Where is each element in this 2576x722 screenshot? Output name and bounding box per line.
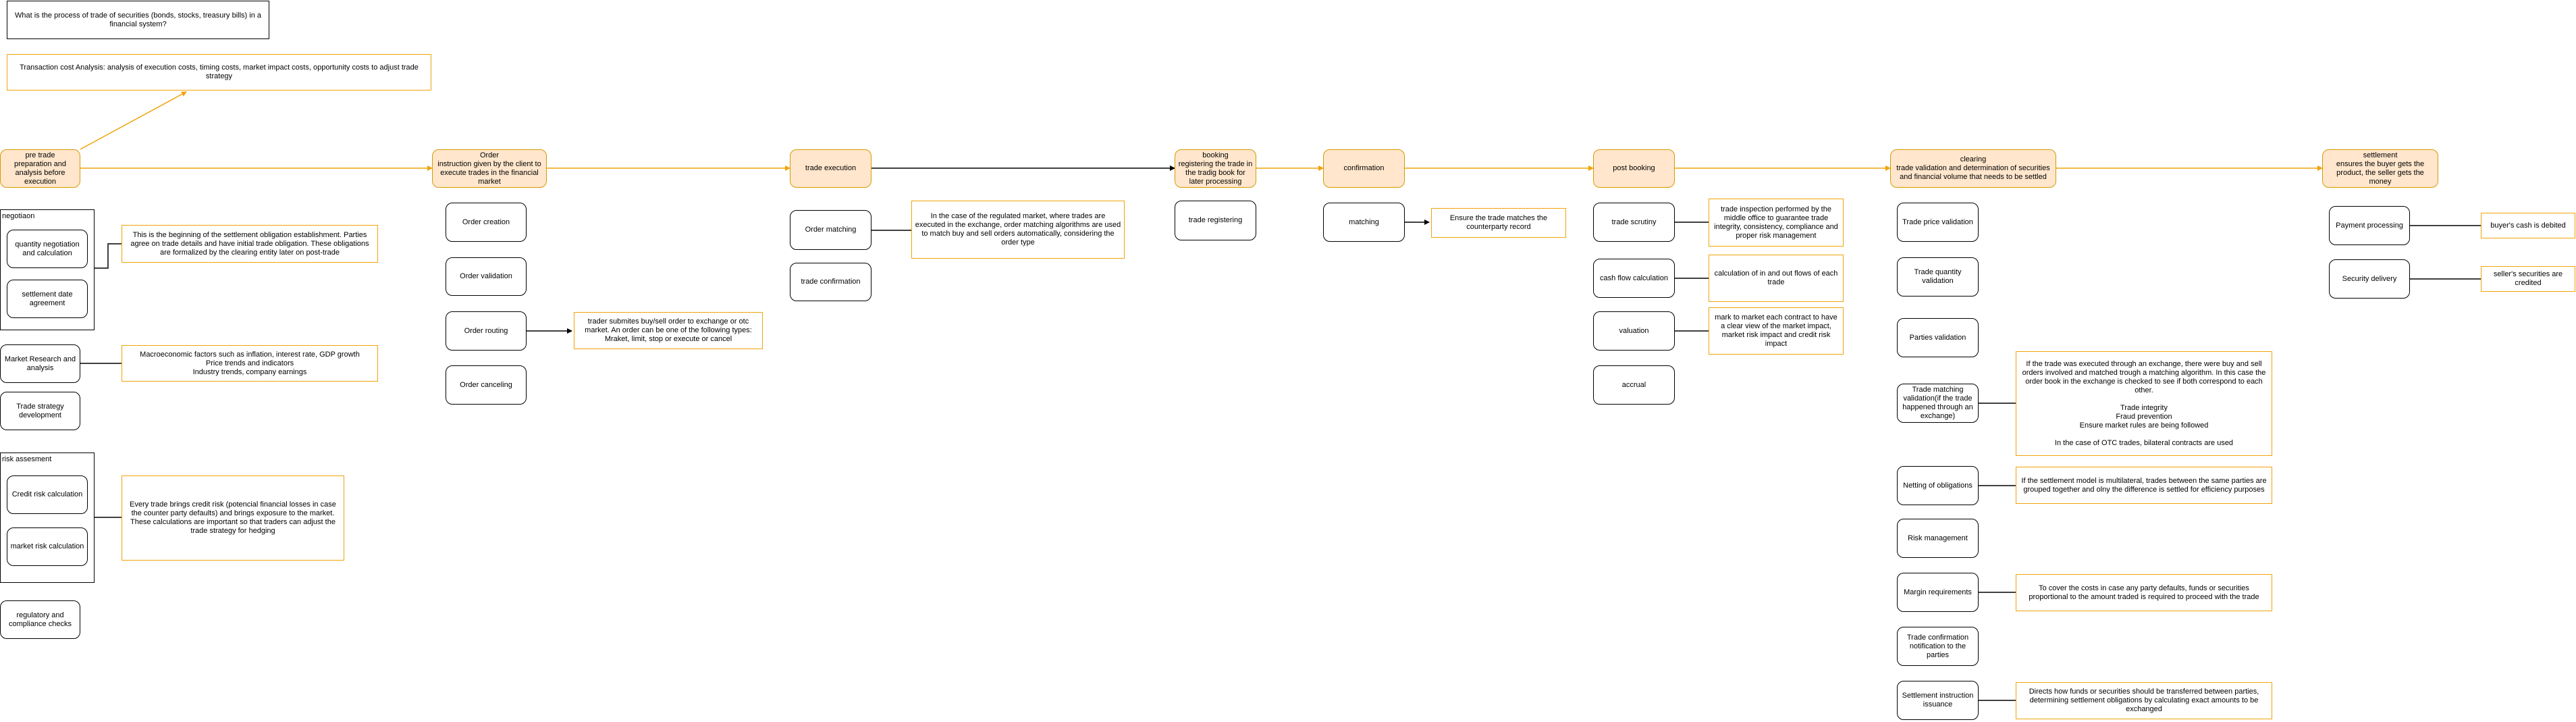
negotiation-group-label: negotiaon	[2, 212, 35, 220]
market-risk-node[interactable]: market risk calculation	[7, 527, 88, 566]
trade-confirmation-node[interactable]: trade confirmation	[790, 263, 871, 301]
order-validation-node[interactable]: Order validation	[446, 257, 527, 296]
trade-scrutiny-note: trade inspection performed by the middle…	[1709, 199, 1844, 247]
quantity-negotiation-node[interactable]: quantity negotiation and calculation	[7, 230, 88, 268]
trade-matching-note: If the trade was executed through an exc…	[2016, 351, 2272, 456]
trade-registering-node[interactable]: trade registering	[1175, 201, 1256, 240]
security-delivery-node[interactable]: Security delivery	[2329, 259, 2410, 299]
risk-assessment-group: risk assesment	[0, 453, 95, 583]
netting-note: If the settlement model is multilateral,…	[2016, 467, 2272, 504]
delivery-note: seller's securities are credited	[2481, 266, 2575, 292]
parties-validation-node[interactable]: Parties validation	[1897, 318, 1979, 357]
valuation-note: mark to market each contract to have a c…	[1709, 307, 1844, 355]
accrual-node[interactable]: accrual	[1593, 365, 1675, 405]
confirmation-matching-node[interactable]: matching	[1323, 203, 1405, 242]
trade-strategy-node[interactable]: Trade strategy development	[0, 392, 80, 430]
stage-trade-execution[interactable]: trade execution	[790, 149, 871, 188]
order-canceling-node[interactable]: Order canceling	[446, 365, 527, 405]
credit-risk-node[interactable]: Credit risk calculation	[7, 475, 88, 514]
settlement-instruction-node[interactable]: Settlement instruction issuance	[1897, 681, 1979, 720]
netting-node[interactable]: Netting of obligations	[1897, 466, 1979, 505]
edge-negotiation-note	[95, 243, 122, 269]
payment-processing-node[interactable]: Payment processing	[2329, 206, 2410, 245]
payment-note: buyer's cash is debited	[2481, 213, 2575, 238]
stage-order[interactable]: Order instruction given by the client to…	[432, 149, 547, 188]
trade-scrutiny-node[interactable]: trade scrutiny	[1593, 203, 1675, 242]
trade-confirmation-notification-node[interactable]: Trade confirmation notification to the p…	[1897, 627, 1979, 666]
stage-booking[interactable]: booking registering the trade in the tra…	[1175, 149, 1256, 188]
order-routing-note: trader submites buy/sell order to exchan…	[574, 312, 763, 349]
trade-price-validation-node[interactable]: Trade price validation	[1897, 203, 1979, 242]
order-matching-note: In the case of the regulated market, whe…	[911, 201, 1125, 259]
stage-post-booking[interactable]: post booking	[1593, 149, 1675, 188]
confirmation-matching-note: Ensure the trade matches the counterpart…	[1431, 208, 1566, 238]
cash-flow-node[interactable]: cash flow calculation	[1593, 259, 1675, 298]
risk-assessment-group-label: risk assesment	[2, 455, 52, 463]
margin-requirements-node[interactable]: Margin requirements	[1897, 573, 1979, 612]
regulatory-checks-node[interactable]: regulatory and compliance checks	[0, 600, 80, 639]
risk-management-node[interactable]: Risk management	[1897, 519, 1979, 558]
market-research-node[interactable]: Market Research and analysis	[0, 344, 80, 383]
trade-quantity-validation-node[interactable]: Trade quantity validation	[1897, 257, 1979, 296]
market-factors-note: Macroeconomic factors such as inflation,…	[122, 345, 378, 382]
order-creation-node[interactable]: Order creation	[446, 203, 527, 242]
risk-note: Every trade brings credit risk (potencia…	[122, 475, 344, 561]
settlement-obligation-note: This is the beginning of the settlement …	[122, 225, 378, 263]
edge-pretrade-tca	[80, 91, 187, 150]
stage-settlement[interactable]: settlement ensures the buyer gets the pr…	[2322, 149, 2438, 188]
negotiation-group: negotiaon	[0, 209, 95, 330]
stage-clearing[interactable]: clearing trade validation and determinat…	[1890, 149, 2056, 188]
stage-confirmation[interactable]: confirmation	[1323, 149, 1405, 188]
valuation-node[interactable]: valuation	[1593, 311, 1675, 351]
tca-note: Transaction cost Analysis: analysis of e…	[7, 54, 431, 91]
trade-matching-validation-node[interactable]: Trade matching validation(if the trade h…	[1897, 384, 1979, 423]
settlement-instruction-note: Directs how funds or securities should b…	[2016, 682, 2272, 719]
margin-note: To cover the costs in case any party def…	[2016, 574, 2272, 611]
settlement-date-node[interactable]: settlement date agreement	[7, 280, 88, 318]
question-box: What is the process of trade of securiti…	[7, 1, 269, 39]
stage-pre-trade[interactable]: pre trade preparation and analysis befor…	[0, 149, 80, 188]
cash-flow-note: calculation of in and out flows of each …	[1709, 255, 1844, 302]
order-matching-node[interactable]: Order matching	[790, 210, 871, 250]
order-routing-node[interactable]: Order routing	[446, 311, 527, 351]
